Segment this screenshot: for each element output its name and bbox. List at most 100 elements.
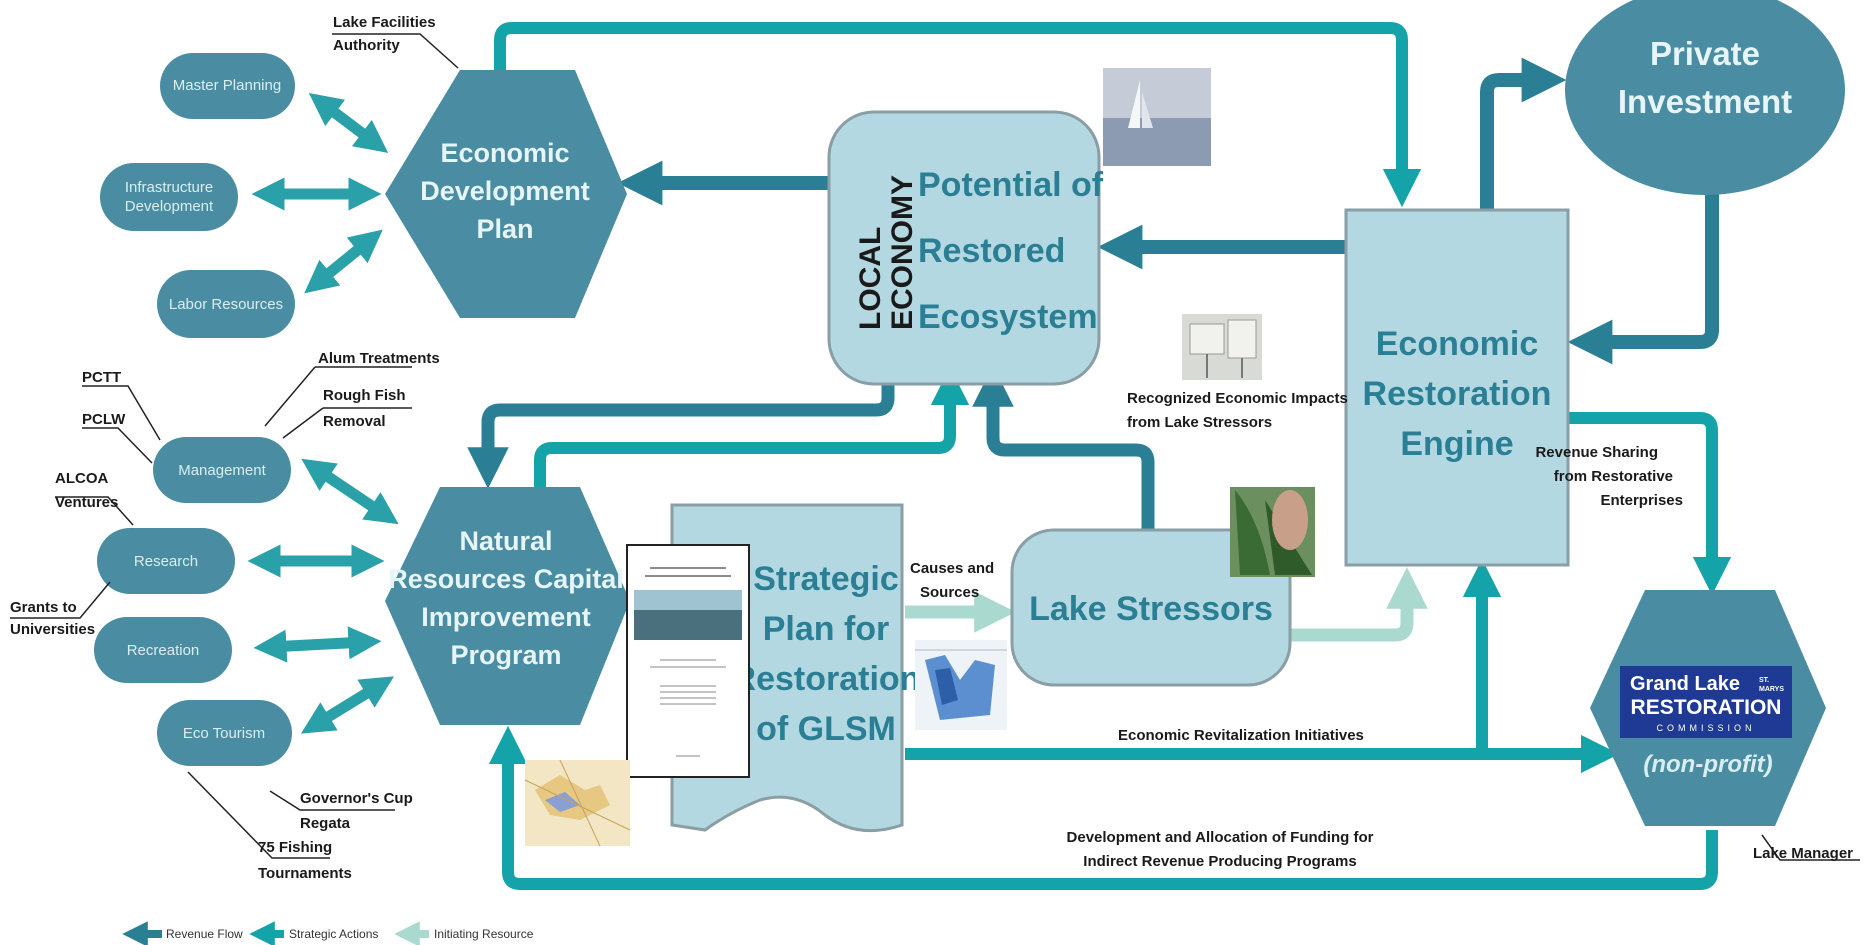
alum-label: Alum Treatments xyxy=(318,350,440,367)
nrcip-label-3: Improvement xyxy=(421,602,591,632)
recognized-label-1: Recognized Economic Impacts xyxy=(1127,390,1348,407)
arrow-potential-to-nrcip xyxy=(467,378,895,489)
pill-infrastructure xyxy=(100,163,238,231)
arrow-stressors-to-potential xyxy=(972,365,1155,530)
sailboat-photo xyxy=(1103,68,1211,166)
legend-revenue-flow: Revenue Flow xyxy=(166,927,243,941)
infrastructure-label-2: Development xyxy=(125,198,214,215)
pill-eco-tourism xyxy=(157,700,292,766)
revenue-sharing-label-3: Enterprises xyxy=(1600,492,1683,509)
governors-cup-label-2: Regata xyxy=(300,815,351,832)
recognized-label-2: from Lake Stressors xyxy=(1127,414,1272,431)
engine-label-1: Economic xyxy=(1376,325,1538,363)
lake-facilities-label-2: Authority xyxy=(333,37,400,54)
management-label: Management xyxy=(178,462,266,479)
water-chart-photo xyxy=(915,640,1007,730)
labor-label: Labor Resources xyxy=(169,296,283,313)
box-economic-restoration-engine xyxy=(1344,208,1570,567)
potential-label-3: Ecosystem xyxy=(918,298,1098,336)
arrow-management xyxy=(301,458,399,525)
nonprofit-label: (non-profit) xyxy=(1643,751,1772,778)
logo-commission: COMMISSION xyxy=(1656,723,1755,733)
stressors-label: Lake Stressors xyxy=(1029,590,1273,628)
nrcip-label-4: Program xyxy=(450,640,561,670)
nrcip-label-1: Natural xyxy=(459,526,552,556)
master-planning-label: Master Planning xyxy=(173,77,281,94)
legend: Revenue Flow Strategic Actions Initiatin… xyxy=(122,921,534,945)
arrow-ecotourism xyxy=(300,676,395,734)
pill-master-planning xyxy=(160,53,295,119)
grants-label-1: Grants to xyxy=(10,599,77,616)
pclw-label: PCLW xyxy=(82,411,126,428)
arrow-masterplanning xyxy=(308,93,389,153)
sign-photo xyxy=(1182,314,1262,380)
strategic-label-1: Strategic xyxy=(753,560,899,598)
econ-dev-label-1: Economic xyxy=(440,138,569,168)
strategic-label-4: of GLSM xyxy=(756,710,896,748)
alcoa-label-2: Ventures xyxy=(55,494,118,511)
rough-fish-label-1: Rough Fish xyxy=(323,387,406,404)
arrow-stressors-to-engine xyxy=(1290,567,1428,642)
hex-economic-development-plan xyxy=(385,70,627,318)
arrow-engine-to-private xyxy=(1480,57,1567,210)
arrow-engine-to-commission xyxy=(1565,412,1732,596)
lake-manager-label: Lake Manager xyxy=(1753,845,1853,862)
logo-st: ST. xyxy=(1759,677,1769,684)
pill-management xyxy=(153,437,291,503)
logo-restoration: RESTORATION xyxy=(1631,696,1782,719)
pctt-label: PCTT xyxy=(82,369,121,386)
grand-lake-logo: Grand Lake ST. MARYS RESTORATION COMMISS… xyxy=(1620,666,1792,738)
arrow-recreation xyxy=(253,626,382,663)
causes-label-2: Sources xyxy=(920,584,979,601)
legend-strategic-actions: Strategic Actions xyxy=(289,927,378,941)
callout-lines xyxy=(10,33,1860,861)
box-potential-restored-ecosystem xyxy=(827,110,1101,386)
revenue-sharing-label-1: Revenue Sharing xyxy=(1535,444,1658,461)
alcoa-label-1: ALCOA xyxy=(55,470,108,487)
initiatives-label: Economic Revitalization Initiatives xyxy=(1118,727,1364,744)
development-label-2: Indirect Revenue Producing Programs xyxy=(1083,853,1356,870)
arrow-labor xyxy=(304,229,383,294)
local-label: LOCAL xyxy=(854,227,887,330)
nrcip-label-2: Resources Capital xyxy=(388,564,624,594)
logo-grand-lake: Grand Lake xyxy=(1630,673,1740,695)
logo-marys: MARYS xyxy=(1759,686,1784,693)
private-label-1: Private xyxy=(1650,35,1760,72)
eco-tourism-label: Eco Tourism xyxy=(183,725,265,742)
private-label-2: Investment xyxy=(1618,83,1792,120)
private-investment-ellipse xyxy=(1565,0,1845,195)
fishing-label-2: Tournaments xyxy=(258,865,352,882)
arrow-nrcip-to-potential xyxy=(534,366,970,495)
econ-dev-label-2: Development xyxy=(420,176,590,206)
grants-label-2: Universities xyxy=(10,621,95,638)
arrow-private-to-engine xyxy=(1567,190,1719,365)
development-label-1: Development and Allocation of Funding fo… xyxy=(1067,829,1374,846)
strategic-label-3: Restoration xyxy=(732,660,921,698)
hex-nrcip xyxy=(385,487,630,725)
potential-label-1: Potential of xyxy=(918,166,1104,204)
potential-label-2: Restored xyxy=(918,232,1065,270)
fishing-label-1: 75 Fishing xyxy=(258,839,332,856)
pill-labor xyxy=(157,270,295,338)
causes-label-1: Causes and xyxy=(910,560,994,577)
arrow-development-loop xyxy=(488,725,1718,890)
pill-research xyxy=(97,528,235,594)
revenue-sharing-label-2: from Restorative xyxy=(1554,468,1673,485)
recreation-label: Recreation xyxy=(127,642,200,659)
lake-facilities-label-1: Lake Facilities xyxy=(333,14,436,31)
rough-fish-label-2: Removal xyxy=(323,413,386,430)
report-document xyxy=(626,544,750,778)
pill-recreation xyxy=(94,617,232,683)
infrastructure-label-1: Infrastructure xyxy=(125,179,213,196)
engine-label-2: Restoration xyxy=(1363,375,1552,413)
map-photo xyxy=(524,759,631,847)
arrow-top-loop xyxy=(494,22,1422,208)
economy-label: ECONOMY xyxy=(886,175,919,330)
econ-dev-label-3: Plan xyxy=(476,214,533,244)
research-label: Research xyxy=(134,553,198,570)
legend-initiating-resource: Initiating Resource xyxy=(434,927,534,941)
box-lake-stressors xyxy=(1010,528,1292,687)
governors-cup-label-1: Governor's Cup xyxy=(300,790,413,807)
strategic-label-2: Plan for xyxy=(763,610,890,648)
